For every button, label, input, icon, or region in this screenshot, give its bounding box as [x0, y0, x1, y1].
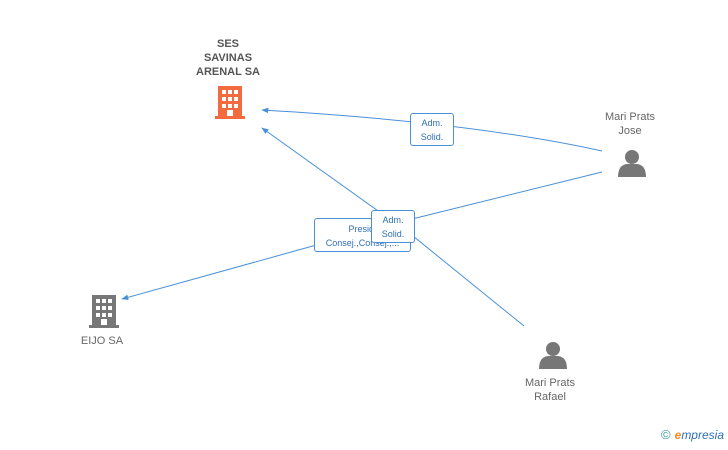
edge-rafael-to-crossing[interactable] [407, 231, 525, 327]
building-icon[interactable] [89, 295, 119, 328]
building-icon[interactable] [215, 86, 245, 119]
copyright-icon: © [661, 427, 671, 442]
person-icon[interactable] [539, 342, 567, 369]
node-label-mari-prats-rafael[interactable]: Mari Prats Rafael [524, 377, 576, 403]
edge-label-adm-solid[interactable]: Adm. Solid. [410, 113, 454, 146]
node-label-eijo[interactable]: EIJO SA [80, 335, 124, 347]
edge-label-adm-solid[interactable]: Adm. Solid. [371, 210, 415, 243]
edge-jose-to-crossing[interactable] [403, 171, 603, 222]
brand-logo: ©empresia [661, 427, 724, 442]
node-label-ses-savinas[interactable]: SES SAVINAS ARENAL SA [196, 38, 260, 78]
node-label-mari-prats-jose[interactable]: Mari Prats Jose [604, 111, 656, 137]
edge-crossing-to-ses-savinas[interactable] [261, 127, 389, 219]
edge-crossing-to-eijo[interactable] [121, 243, 321, 301]
brand-name: mpresia [681, 428, 724, 442]
person-icon[interactable] [618, 150, 646, 177]
brand-initial: e [674, 428, 682, 442]
